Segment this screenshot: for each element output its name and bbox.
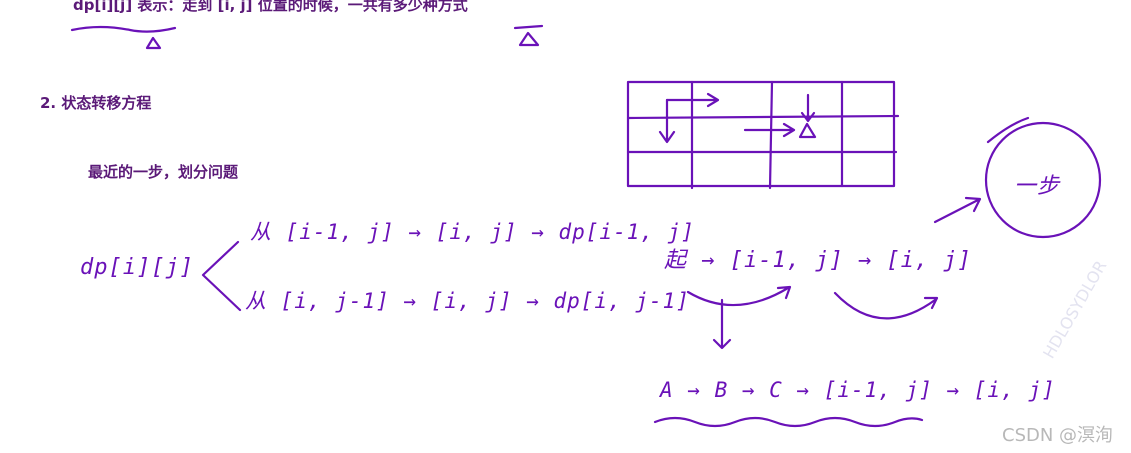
triangle-mark-left bbox=[145, 36, 162, 50]
curve-arrow-1 bbox=[686, 285, 792, 307]
handwritten-circle-text: 一步 bbox=[1014, 174, 1061, 199]
sub-note: 最近的一步，划分问题 bbox=[88, 163, 239, 181]
grid-arrow-down-target bbox=[800, 93, 816, 123]
section-heading: 2. 状态转移方程 bbox=[40, 94, 152, 112]
handwritten-dp-label: dp[i][j] bbox=[80, 255, 194, 280]
handwritten-branch-top: 从 [i-1, j] → [i, j] → dp[i-1, j] bbox=[250, 220, 695, 244]
handwritten-branch-bottom: 从 [i, j-1] → [i, j] → dp[i, j-1] bbox=[245, 289, 690, 313]
grid-arrow-into-target bbox=[743, 122, 796, 138]
definition-line: dp[i][j] 表示：走到 [i, j] 位置的时候，一共有多少种方式 bbox=[73, 0, 468, 14]
csdn-watermark: CSDN @溟洵 bbox=[1002, 425, 1114, 446]
arrow-to-circle bbox=[933, 196, 982, 224]
grid-arrow-right bbox=[665, 92, 720, 108]
handwritten-path-bottom: A → B → C → [i-1, j] → [i, j] bbox=[660, 378, 1056, 402]
grid-arrow-down bbox=[658, 98, 676, 144]
wavy-underline bbox=[653, 416, 924, 428]
circle-flick bbox=[986, 116, 1030, 144]
triangle-mark-right bbox=[513, 24, 544, 47]
grid-drawing bbox=[626, 80, 900, 190]
down-arrow bbox=[712, 298, 732, 350]
step-circle bbox=[984, 121, 1102, 239]
handwritten-path-top: 起 → [i-1, j] → [i, j] bbox=[664, 248, 972, 273]
underline-dp bbox=[70, 25, 177, 33]
curve-arrow-2 bbox=[833, 291, 939, 320]
branch-bracket bbox=[201, 240, 242, 312]
grid-target-triangle bbox=[798, 122, 817, 139]
